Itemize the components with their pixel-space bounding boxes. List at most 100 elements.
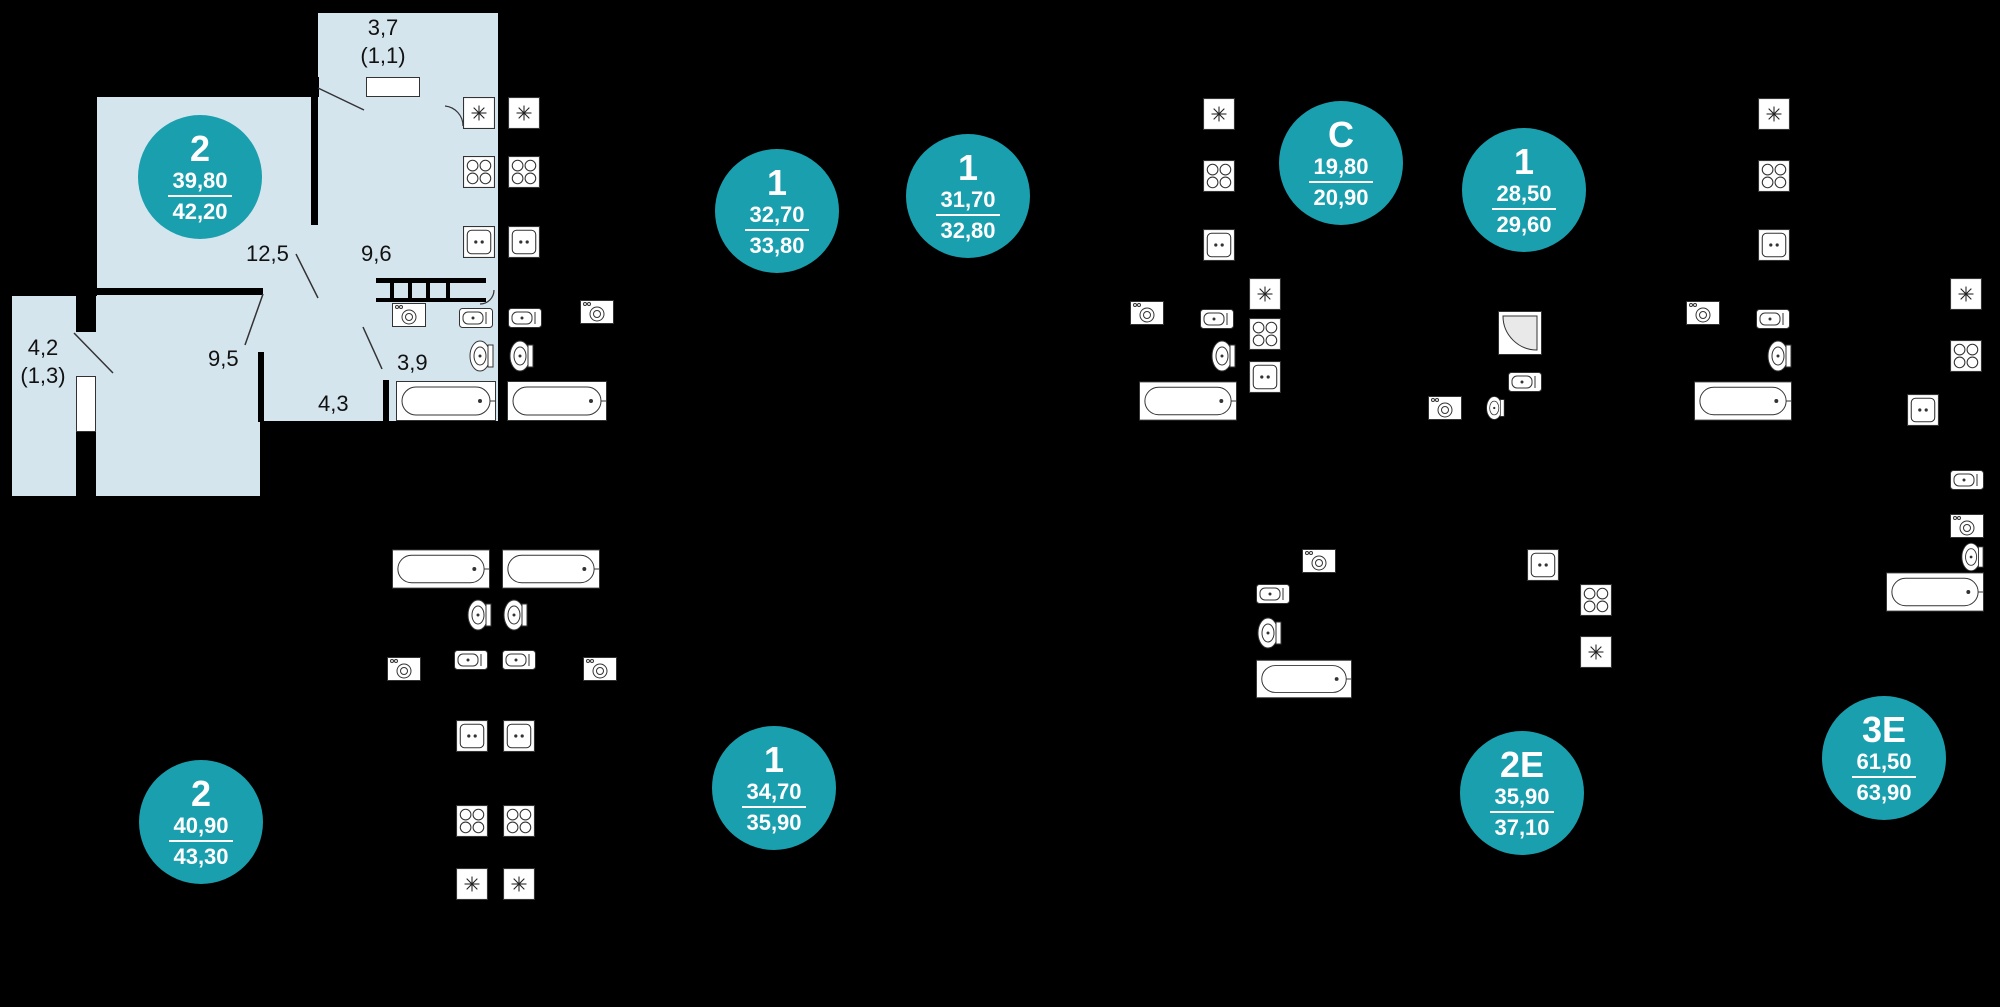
apartment-type: 2Е bbox=[1499, 743, 1545, 785]
window bbox=[366, 77, 420, 97]
living-area: 31,70 bbox=[936, 187, 1000, 216]
total-area: 32,80 bbox=[940, 217, 996, 243]
room-area-label: 9,6 bbox=[361, 241, 392, 266]
kitchen-sink-icon bbox=[1249, 361, 1281, 393]
stove-icon bbox=[1203, 160, 1235, 192]
kitchen-sink-icon bbox=[456, 720, 488, 752]
washbasin-icon bbox=[1508, 372, 1542, 392]
stove-icon bbox=[456, 805, 488, 837]
fridge-icon bbox=[1203, 98, 1235, 130]
toilet-icon bbox=[502, 598, 528, 632]
door-swings bbox=[73, 87, 495, 374]
washing-machine-icon bbox=[1686, 301, 1720, 325]
wall bbox=[97, 288, 263, 295]
toilet-icon bbox=[1766, 339, 1792, 373]
fridge-icon bbox=[508, 97, 540, 129]
apartment-type: С bbox=[1328, 113, 1354, 155]
wall bbox=[376, 278, 486, 283]
fridge-icon bbox=[1580, 636, 1612, 668]
washbasin-icon bbox=[459, 308, 493, 328]
fridge-icon bbox=[456, 868, 488, 900]
apartment-badge[interactable]: 1 34,70 35,90 bbox=[712, 726, 836, 850]
apartment-badge[interactable]: 1 31,70 32,80 bbox=[906, 134, 1030, 258]
wall bbox=[76, 432, 96, 496]
toilet-icon bbox=[508, 339, 534, 373]
total-area: 33,80 bbox=[749, 232, 805, 258]
washing-machine-icon bbox=[1950, 512, 1984, 540]
total-area: 35,90 bbox=[746, 809, 802, 835]
bathtub-icon bbox=[1694, 381, 1792, 421]
apartment-badge[interactable]: 3Е 61,50 63,90 bbox=[1822, 696, 1946, 820]
wall bbox=[446, 278, 450, 302]
apartment-badge[interactable]: 2 39,80 42,20 bbox=[138, 115, 262, 239]
living-area: 32,70 bbox=[745, 202, 809, 231]
kitchen-sink-icon bbox=[1527, 549, 1559, 581]
apartment-type: 1 bbox=[766, 161, 788, 203]
total-area: 29,60 bbox=[1496, 211, 1552, 237]
fridge-icon bbox=[1950, 278, 1982, 310]
wall bbox=[311, 95, 318, 225]
living-area: 61,50 bbox=[1852, 749, 1916, 778]
bathtub-icon bbox=[392, 549, 490, 589]
stove-icon bbox=[503, 805, 535, 837]
toilet-icon bbox=[466, 598, 492, 632]
fridge-icon bbox=[1758, 98, 1790, 130]
apartment-badge[interactable]: 1 28,50 29,60 bbox=[1462, 128, 1586, 252]
apartment-type: 1 bbox=[957, 146, 979, 188]
window bbox=[76, 376, 96, 432]
living-area: 35,90 bbox=[1490, 784, 1554, 813]
washing-machine-icon bbox=[1302, 549, 1336, 573]
stove-icon bbox=[1950, 340, 1982, 372]
left-balcony-label: 4,2 (1,3) bbox=[3, 334, 83, 390]
washbasin-icon bbox=[1756, 309, 1790, 329]
stove-icon bbox=[463, 156, 495, 188]
total-area: 20,90 bbox=[1313, 184, 1369, 210]
toilet-icon bbox=[1960, 540, 1984, 574]
washing-machine-icon bbox=[1130, 301, 1164, 325]
room-bedroom bbox=[97, 291, 260, 496]
bathtub-icon bbox=[1139, 381, 1237, 421]
apartment-type: 1 bbox=[763, 738, 785, 780]
bathtub-icon bbox=[396, 381, 496, 421]
balcony-top-sub: (1,1) bbox=[360, 43, 406, 68]
apartment-badge[interactable]: 1 32,70 33,80 bbox=[715, 149, 839, 273]
washbasin-icon bbox=[454, 650, 488, 670]
bathtub-icon bbox=[507, 381, 607, 421]
wall bbox=[390, 278, 394, 302]
apartment-badge[interactable]: 2Е 35,90 37,10 bbox=[1460, 731, 1584, 855]
kitchen-sink-icon bbox=[503, 720, 535, 752]
kitchen-sink-icon bbox=[1758, 229, 1790, 261]
total-area: 37,10 bbox=[1494, 814, 1550, 840]
total-area: 63,90 bbox=[1856, 779, 1912, 805]
wall bbox=[426, 278, 430, 302]
toilet-icon bbox=[1256, 616, 1282, 650]
room-area-label: 3,9 bbox=[397, 350, 428, 375]
apartment-badge[interactable]: С 19,80 20,90 bbox=[1279, 101, 1403, 225]
fridge-icon bbox=[1249, 278, 1281, 310]
living-area: 34,70 bbox=[742, 779, 806, 808]
living-area: 19,80 bbox=[1309, 154, 1373, 183]
stove-icon bbox=[508, 156, 540, 188]
balcony-top-label: 3,7 (1,1) bbox=[343, 14, 423, 70]
living-area: 39,80 bbox=[168, 168, 232, 197]
fridge-icon bbox=[463, 97, 495, 129]
balcony-top-area: 3,7 bbox=[367, 15, 399, 40]
wall bbox=[76, 296, 96, 332]
bathtub-icon bbox=[1886, 572, 1984, 612]
washbasin-icon bbox=[502, 650, 536, 670]
toilet-icon bbox=[1210, 339, 1236, 373]
apartment-type: 1 bbox=[1513, 140, 1535, 182]
washbasin-icon bbox=[1200, 309, 1234, 329]
balcony-top bbox=[318, 13, 498, 77]
wall bbox=[258, 352, 264, 422]
room-area-label: 4,3 bbox=[318, 391, 349, 416]
room-area-label: 12,5 bbox=[246, 241, 289, 266]
stove-icon bbox=[1580, 584, 1612, 616]
fridge-icon bbox=[503, 868, 535, 900]
apartment-type: 2 bbox=[189, 127, 211, 169]
total-area: 43,30 bbox=[173, 843, 229, 869]
kitchen-sink-icon bbox=[1203, 229, 1235, 261]
bathtub-icon bbox=[502, 549, 600, 589]
apartment-badge[interactable]: 2 40,90 43,30 bbox=[139, 760, 263, 884]
total-area: 42,20 bbox=[172, 198, 228, 224]
